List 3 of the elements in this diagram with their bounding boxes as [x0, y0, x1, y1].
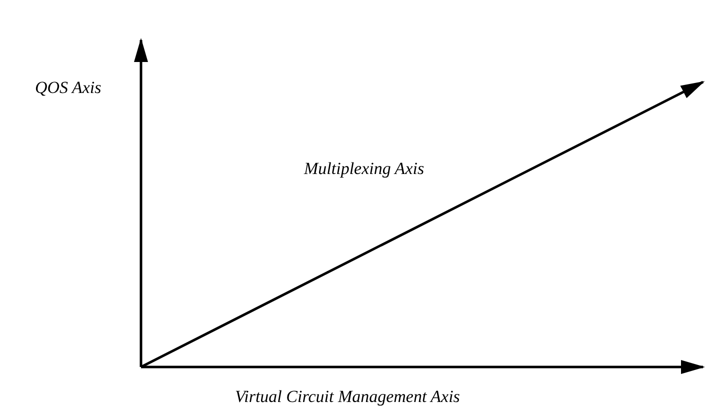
axis-label: Multiplexing Axis [304, 159, 424, 179]
axis-label: Virtual Circuit Management Axis [235, 387, 460, 407]
axis-label: QOS Axis [35, 78, 102, 98]
